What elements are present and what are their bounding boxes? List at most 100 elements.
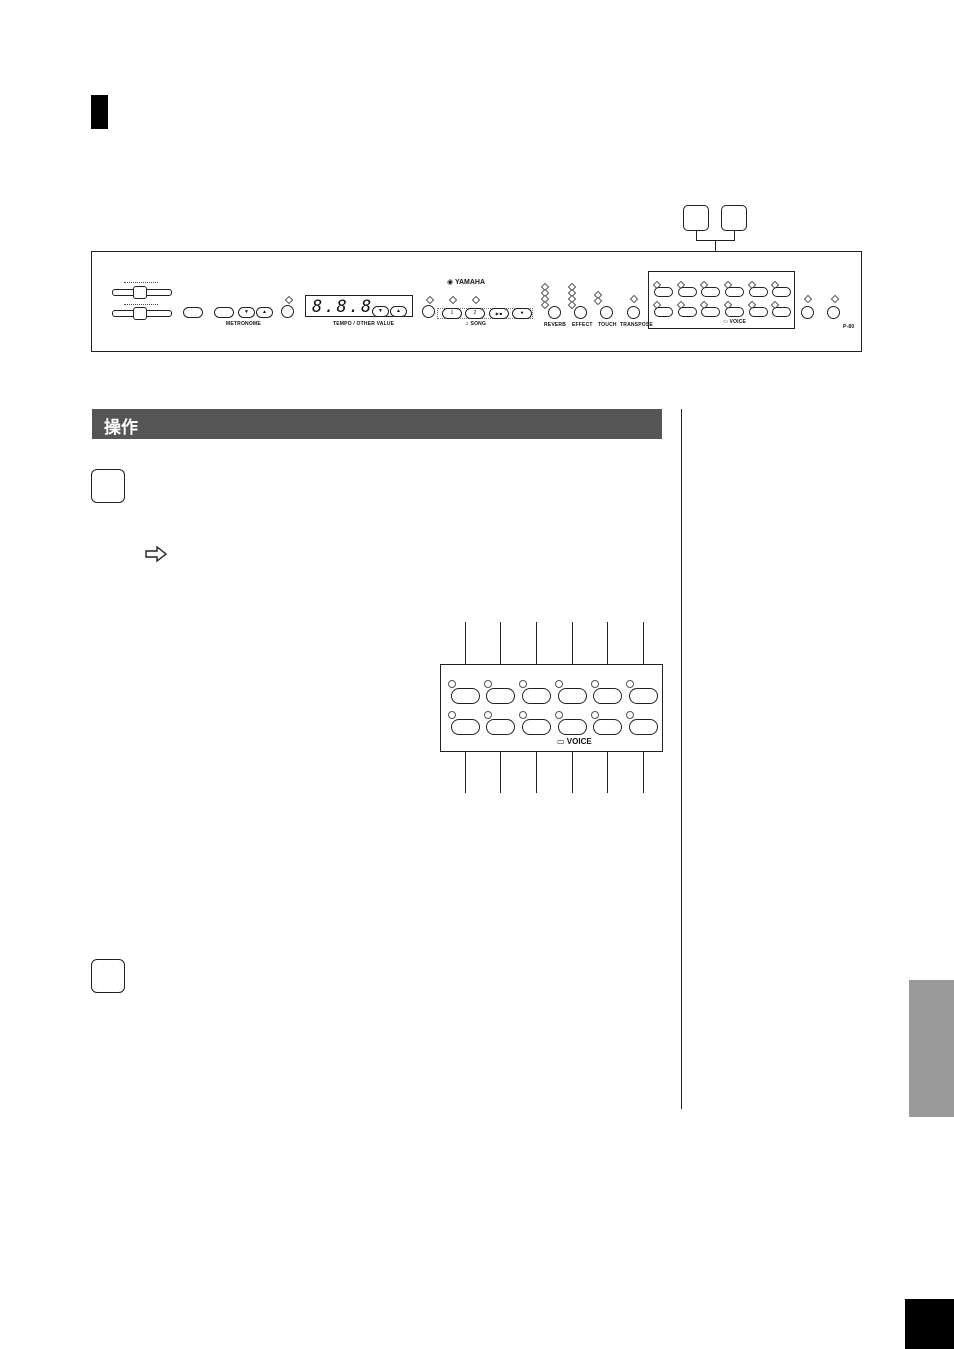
indicator-led	[540, 300, 550, 310]
section-header: 操作	[92, 409, 662, 439]
callout-line	[536, 751, 537, 793]
slider-scale	[124, 304, 158, 308]
reverb-label: REVERB	[544, 322, 567, 328]
arrow-outline-icon	[145, 545, 168, 563]
callout-line	[643, 751, 644, 793]
song-group	[437, 308, 533, 319]
section-title: 操作	[104, 418, 138, 437]
control-panel: ▼ ▲ METRONOME 8.8.8. ▼ ▲ TEMPO / OTHER V…	[91, 251, 862, 352]
metronome-down-button[interactable]: ▼	[238, 307, 255, 318]
indicator-led	[626, 711, 634, 719]
split-button[interactable]	[801, 306, 814, 319]
metronome-button[interactable]	[214, 307, 234, 318]
indicator-led	[448, 711, 456, 719]
indicator-led	[591, 680, 599, 688]
brilliance-knob[interactable]	[133, 307, 147, 320]
voice-button[interactable]	[629, 688, 658, 704]
tempo-up-button[interactable]: ▲	[390, 306, 407, 317]
song-part-1-button[interactable]: 1	[442, 308, 462, 319]
voice-button[interactable]	[451, 688, 480, 704]
display-digits: 8.8.8.	[312, 297, 386, 317]
voice-button[interactable]	[629, 719, 658, 735]
step-1-marker	[91, 469, 125, 503]
callout-line	[536, 622, 537, 664]
voice-button[interactable]	[486, 719, 515, 735]
indicator-led	[484, 711, 492, 719]
voice-button[interactable]	[725, 307, 744, 317]
indicator-led	[519, 711, 527, 719]
play-stop-button[interactable]: ▶/■	[489, 308, 509, 319]
effect-label: EFFECT	[572, 322, 593, 328]
page-number-box	[905, 1299, 954, 1349]
demo-button[interactable]	[183, 307, 203, 318]
panel-voice-group: ▭ VOICE	[648, 271, 795, 329]
voice-button[interactable]	[486, 688, 515, 704]
voice-button[interactable]	[558, 719, 587, 735]
voice-button[interactable]	[522, 688, 551, 704]
voice-button[interactable]	[558, 688, 587, 704]
yamaha-logo-icon: ◉	[447, 279, 454, 286]
transpose-button[interactable]	[627, 306, 640, 319]
song-part-2-button[interactable]: 2	[465, 308, 485, 319]
effect-button[interactable]	[574, 306, 587, 319]
song-label-text: SONG	[470, 321, 487, 327]
touch-button[interactable]	[600, 306, 613, 319]
voice-button[interactable]	[451, 719, 480, 735]
metronome-label: METRONOME	[226, 321, 261, 327]
voice-button[interactable]	[749, 287, 768, 297]
voice-button[interactable]	[701, 287, 720, 297]
indicator-led	[830, 294, 840, 304]
voice-button[interactable]	[593, 688, 622, 704]
brand-name: YAMAHA	[454, 279, 486, 286]
model-label: P-80	[843, 324, 855, 330]
step-ref-2	[721, 205, 747, 231]
ref-connector	[734, 230, 735, 240]
touch-label: TOUCH	[598, 322, 617, 328]
voice-button[interactable]	[749, 307, 768, 317]
piano-icon: ▭	[557, 737, 565, 746]
indicator-led	[555, 711, 563, 719]
tempo-down-button[interactable]: ▼	[372, 306, 389, 317]
voice-button[interactable]	[725, 287, 744, 297]
voice-button[interactable]	[654, 307, 673, 317]
brand-logo: ◉ YAMAHA	[447, 278, 485, 286]
piano-icon: ▭	[723, 319, 728, 325]
indicator-led	[591, 711, 599, 719]
reverb-button[interactable]	[548, 306, 561, 319]
voice-button[interactable]	[701, 307, 720, 317]
indicator-led	[626, 680, 634, 688]
record-button[interactable]: ●	[512, 308, 532, 319]
tempo-reset-button[interactable]	[281, 305, 294, 318]
voice-button[interactable]	[593, 719, 622, 735]
tempo-label: TEMPO / OTHER VALUE	[333, 321, 395, 327]
voice-button[interactable]	[678, 307, 697, 317]
transpose-label: TRANSPOSE	[620, 322, 653, 328]
callout-line	[465, 751, 466, 793]
callout-line	[500, 751, 501, 793]
voice-button[interactable]	[772, 287, 791, 297]
column-divider	[681, 409, 682, 1109]
voice-label-text: VOICE	[566, 737, 592, 746]
metronome-up-button[interactable]: ▲	[256, 307, 273, 318]
master-volume-knob[interactable]	[133, 286, 147, 299]
panel-voice-label-text: VOICE	[729, 319, 747, 325]
indicator-led	[803, 294, 813, 304]
panel-voice-label: ▭ VOICE	[723, 319, 746, 325]
voice-button[interactable]	[678, 287, 697, 297]
indicator-led	[629, 294, 639, 304]
step-2-marker	[91, 959, 125, 993]
voice-detail-panel: ▭ VOICE	[440, 664, 663, 752]
indicator-led	[519, 680, 527, 688]
voice-button[interactable]	[654, 287, 673, 297]
song-select-button[interactable]	[422, 305, 435, 318]
voice-button[interactable]	[522, 719, 551, 735]
callout-line	[607, 751, 608, 793]
voice-button[interactable]	[772, 307, 791, 317]
indicator-led	[425, 295, 435, 305]
function-button[interactable]	[827, 306, 840, 319]
ref-connector	[696, 230, 697, 240]
callout-line	[572, 751, 573, 793]
voice-label: ▭ VOICE	[557, 737, 592, 746]
song-label: ♫ SONG	[465, 321, 486, 327]
indicator-led	[284, 295, 294, 305]
